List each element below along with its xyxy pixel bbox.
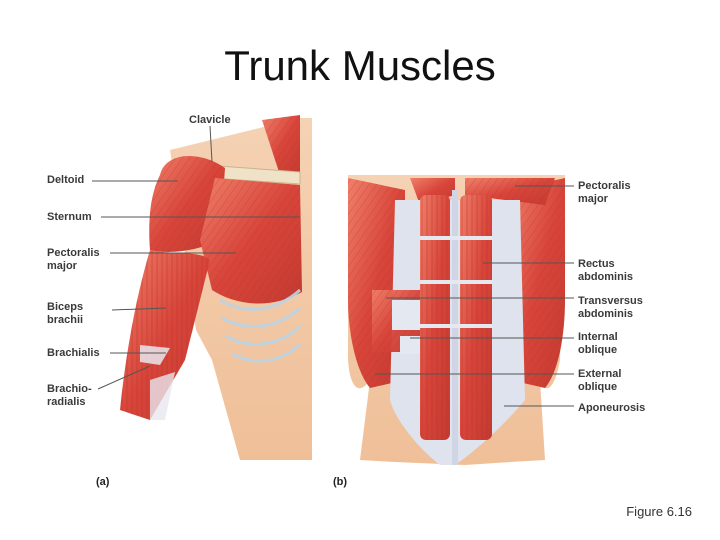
label-clavicle: Clavicle <box>189 114 231 126</box>
panel-b-tag: (b) <box>333 476 348 488</box>
label-deltoid: Deltoid <box>47 174 85 186</box>
label-biceps-brachii: Biceps brachii <box>47 301 84 326</box>
label-external-oblique: External oblique <box>578 368 622 393</box>
label-brachioradialis: Brachio- radialis <box>47 383 92 408</box>
label-transversus-abdominis: Transversus abdominis <box>578 295 643 320</box>
label-internal-oblique: Internal oblique <box>578 331 618 356</box>
panel-b-figure <box>348 175 565 465</box>
label-pectoralis-major-b: Pectoralis major <box>578 180 631 205</box>
leader-lines <box>92 125 574 407</box>
label-brachialis: Brachialis <box>47 347 100 359</box>
slide-title: Trunk Muscles <box>224 42 496 89</box>
label-aponeurosis: Aponeurosis <box>578 402 646 414</box>
figure-caption: Figure 6.16 <box>626 504 692 519</box>
panel-a-figure <box>120 115 312 460</box>
label-sternum: Sternum <box>47 211 92 223</box>
panel-a-tag: (a) <box>96 476 110 488</box>
label-pectoralis-major-a: Pectoralis major <box>47 247 100 272</box>
label-rectus-abdominis: Rectus abdominis <box>578 258 634 283</box>
